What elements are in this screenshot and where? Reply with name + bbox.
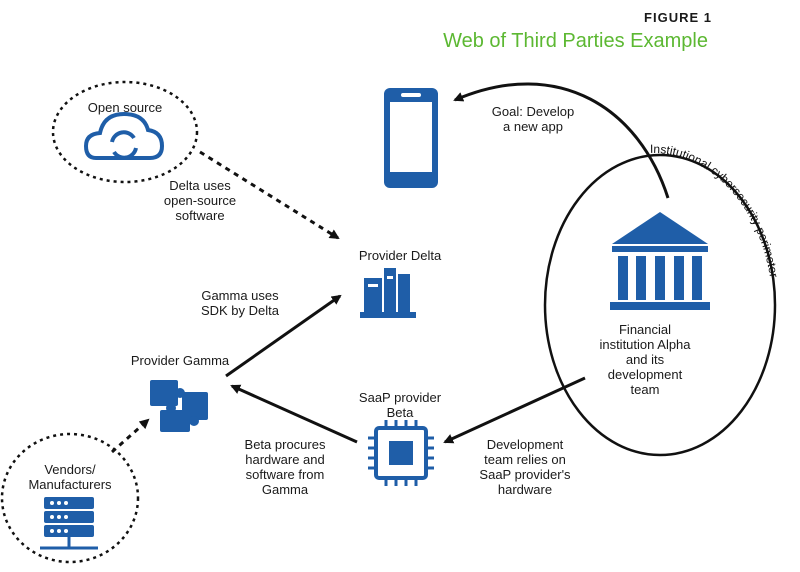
mobile-phone-icon (384, 88, 438, 188)
gamma-uses-arrow (225, 294, 342, 378)
bank-building-icon (610, 212, 710, 310)
gamma-uses-label: Gamma uses SDK by Delta (200, 288, 280, 318)
open-source-label: Open source (87, 100, 163, 115)
delta-uses-label: Delta uses open-source software (163, 178, 237, 223)
dev-relies-label: Development team relies on SaaP provider… (479, 437, 571, 497)
financial-alpha-label: Financial institution Alpha and its deve… (599, 322, 691, 397)
saap-beta-label: SaaP provider Beta (358, 390, 442, 420)
vendors-boundary (0, 432, 140, 564)
provider-gamma-label: Provider Gamma (130, 353, 230, 368)
open-source-boundary (51, 80, 199, 184)
beta-procures-arrow (230, 384, 358, 444)
server-rack-icon (40, 497, 98, 550)
delta-uses-arrow (199, 150, 340, 240)
cybersecurity-perimeter (543, 153, 777, 457)
perimeter-label: Institutional cybersecurity perimeter (650, 142, 781, 279)
vendors-label: Vendors/ Manufacturers (28, 462, 112, 492)
beta-procures-label: Beta procures hardware and software from… (244, 437, 326, 497)
figure-label: FIGURE 1 (644, 10, 712, 25)
vendors-arrow (111, 418, 150, 454)
dev-relies-arrow (443, 376, 586, 444)
provider-delta-label: Provider Delta (358, 248, 442, 263)
puzzle-pieces-icon (150, 380, 208, 432)
figure-title: Web of Third Parties Example (443, 30, 708, 52)
goal-label: Goal: Develop a new app (491, 104, 575, 134)
books-icon (360, 268, 416, 318)
microchip-icon (368, 420, 434, 486)
goal-arrow (453, 82, 670, 199)
cloud-sync-icon (83, 111, 165, 160)
